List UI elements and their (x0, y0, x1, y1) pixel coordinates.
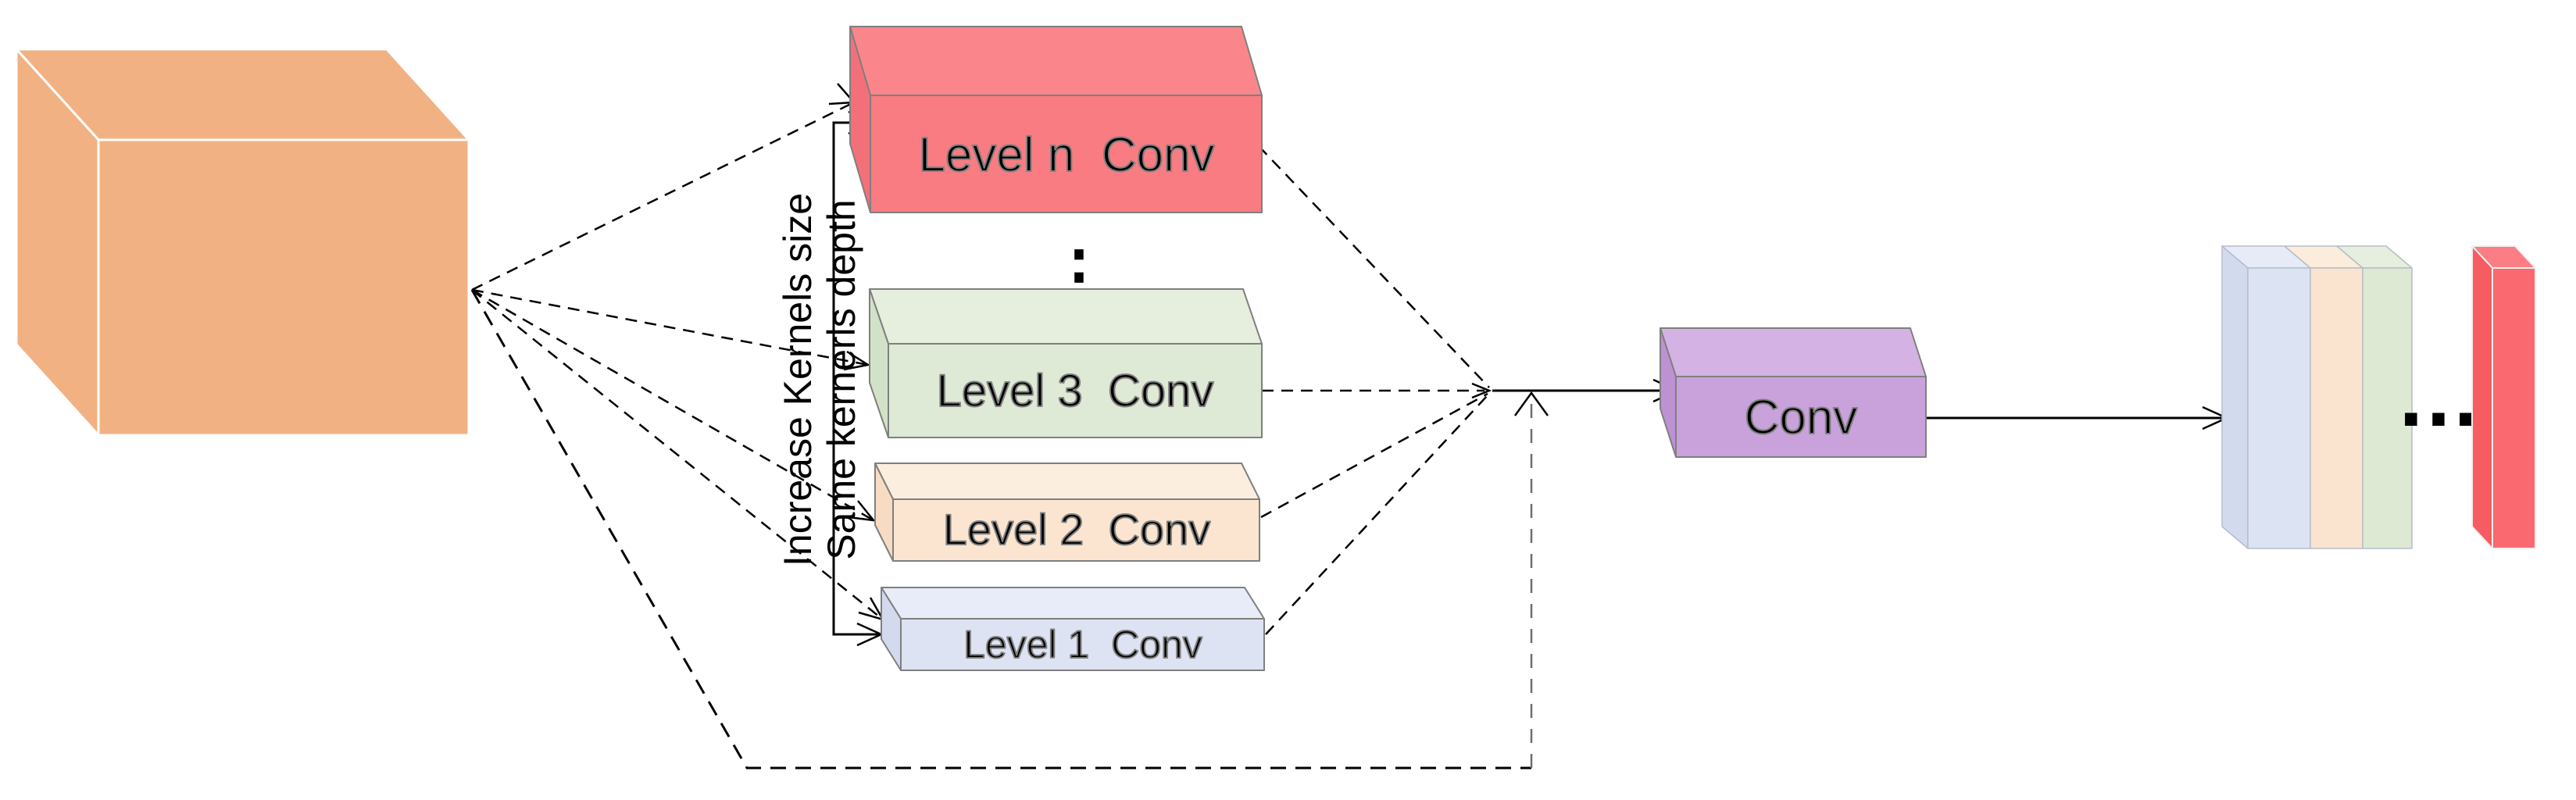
stack-side-face (2221, 245, 2249, 549)
level-1-top-face (881, 587, 1265, 620)
conv-front-face (1675, 376, 1927, 458)
input-feature-cube (15, 48, 470, 437)
output-feature-stack (2221, 245, 2413, 549)
level-3-front-face (888, 343, 1263, 438)
level-n-front-face (870, 95, 1263, 213)
fan-line-to-level-n (471, 101, 855, 291)
arrowhead-level-2-icon (848, 500, 876, 522)
increase-kernels-size-label: Increase Kernels size (776, 193, 820, 566)
fan-line-to-level-1 (471, 289, 884, 620)
bypass-line (470, 289, 1531, 770)
level-1-conv-box: Level 1 Conv (881, 587, 1265, 671)
level-2-label: Level 2 Conv (943, 505, 1210, 554)
same-kernels-depth-label: Same kernerls depth (820, 199, 863, 559)
level-n-output-line (1258, 145, 1490, 388)
level-3-top-face (869, 288, 1263, 345)
stack-peach-slab (2310, 267, 2363, 549)
conv-box: Conv (1660, 327, 1927, 458)
level-1-front-face (900, 618, 1265, 671)
stack-green-slab (2362, 267, 2413, 549)
red-bar-side-face (2471, 245, 2493, 549)
horizontal-ellipsis: … (2396, 348, 2481, 445)
level-3-conv-box: Level 3 Conv (869, 288, 1263, 438)
level-n-label: Level n Conv (918, 128, 1214, 182)
level-n-top-face (849, 26, 1263, 96)
level-1-label: Level 1 Conv (963, 623, 1202, 666)
connector-lines (470, 101, 1533, 770)
level-3-label: Level 3 Conv (937, 366, 1214, 416)
conv-top-face (1660, 327, 1927, 377)
level-2-front-face (892, 498, 1260, 562)
fan-line-to-level-3 (471, 288, 869, 366)
stack-blue-slab (2247, 267, 2311, 549)
level-2-top-face (874, 462, 1260, 500)
level-n-conv-box: Level n Conv (849, 26, 1263, 213)
final-feature-bar (2471, 245, 2536, 549)
level-2-output-line (1260, 392, 1488, 519)
level-1-output-line (1265, 395, 1488, 635)
input-cube-front-face (97, 138, 470, 437)
level-2-conv-box: Level 2 Conv (874, 462, 1260, 562)
arrowhead-bypass-up-icon (1513, 391, 1549, 416)
arrowhead-level-3-icon (843, 350, 871, 371)
conv-label: Conv (1745, 391, 1858, 445)
arrowhead-merge-icon (1471, 382, 1492, 399)
red-bar-front-face (2492, 267, 2536, 549)
